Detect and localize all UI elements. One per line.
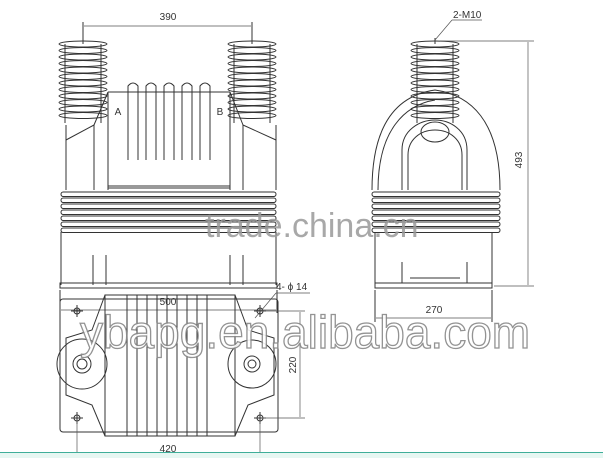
band-rib (371, 203, 501, 209)
insulator-shed (58, 53, 108, 61)
alibaba-watermark: ybapg.en.alibaba.com (80, 306, 530, 358)
band-rib (60, 227, 277, 233)
insulator-shed (227, 112, 277, 119)
insulator-shed (58, 47, 108, 54)
insulator-shed (410, 112, 460, 119)
band-rib (371, 191, 501, 197)
band-rib (60, 197, 277, 203)
band-rib (60, 191, 277, 197)
base-plate (59, 282, 278, 289)
insulator-shed (410, 73, 460, 80)
band-rib (60, 215, 277, 221)
insulator-shed (410, 105, 460, 113)
insulator-shed (227, 73, 277, 80)
cooling-fin (181, 82, 193, 160)
dim-220-label: 220 (288, 356, 299, 373)
insulator-shed (227, 79, 277, 87)
center-cooling-fins (127, 82, 211, 160)
front-bands (60, 191, 277, 233)
band-rib (371, 221, 501, 227)
insulator-shed (410, 79, 460, 87)
insulator-shed (58, 92, 108, 100)
side-insulator (410, 38, 460, 123)
band-rib (60, 203, 277, 209)
side-base-plate (374, 282, 493, 289)
dim-390-label: 390 (160, 12, 177, 23)
cooling-fin (163, 82, 175, 160)
insulator-shed (410, 60, 460, 67)
front-view: 390 A B 500 (58, 12, 278, 313)
insulator-shed (58, 99, 108, 106)
top-view: 420 220 4- ϕ 14 (56, 282, 310, 458)
band-rib (371, 227, 501, 233)
insulator-shed (227, 53, 277, 61)
insulator-shed (410, 47, 460, 54)
side-view: 270 493 2-M10 (371, 10, 534, 322)
insulator-shed (227, 86, 277, 93)
footer-bar (0, 452, 603, 458)
dim-493-label: 493 (514, 151, 525, 168)
insulator-shed (227, 92, 277, 100)
right-insulator (227, 38, 277, 123)
trade-watermark: trade.china.cn (205, 207, 419, 245)
band-rib (371, 197, 501, 203)
terminal-a-label: A (115, 107, 122, 118)
hole-label: 4- ϕ 14 (276, 282, 308, 293)
insulator-shed (58, 66, 108, 74)
dim-500-label: 500 (160, 297, 177, 308)
thread-label: 2-M10 (453, 10, 482, 21)
insulator-shed (410, 66, 460, 74)
insulator-shed (227, 47, 277, 54)
insulator-shed (227, 60, 277, 67)
insulator-shed (227, 105, 277, 113)
insulator-shed (58, 86, 108, 93)
band-rib (60, 221, 277, 227)
left-insulator (58, 38, 108, 123)
dim-270-label: 270 (426, 305, 443, 316)
cooling-fin (199, 82, 211, 160)
band-rib (60, 209, 277, 215)
band-rib (371, 215, 501, 221)
cooling-fin (127, 82, 139, 160)
insulator-shed (58, 112, 108, 119)
insulator-shed (58, 79, 108, 87)
terminal-b-label: B (217, 107, 224, 118)
band-rib (371, 209, 501, 215)
insulator-shed (227, 66, 277, 74)
dim-420-label: 420 (160, 444, 177, 455)
insulator-shed (410, 53, 460, 61)
insulator-shed (58, 73, 108, 80)
side-bands (371, 191, 501, 233)
top-cooling-fins (126, 295, 208, 436)
cooling-fin (145, 82, 157, 160)
insulator-shed (58, 60, 108, 67)
